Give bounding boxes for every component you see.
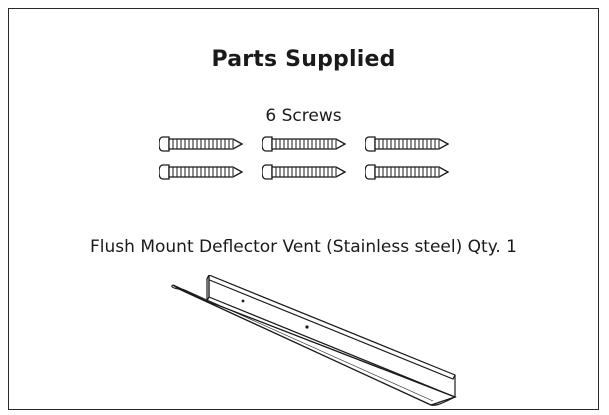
vent-label: Flush Mount Deflector Vent (Stainless st… [90,237,517,257]
parts-supplied-panel: Parts Supplied 6 Screws Flush Mount Defl… [8,8,599,410]
screw-icon [365,164,449,180]
deflector-vent-icon [171,275,457,406]
page-title: Parts Supplied [211,47,396,72]
screw-icon [365,136,449,152]
screw-icon [262,164,346,180]
screw-icon [159,164,243,180]
screws-label: 6 Screws [265,106,342,126]
screw-icon [262,136,346,152]
screw-icon [159,136,243,152]
